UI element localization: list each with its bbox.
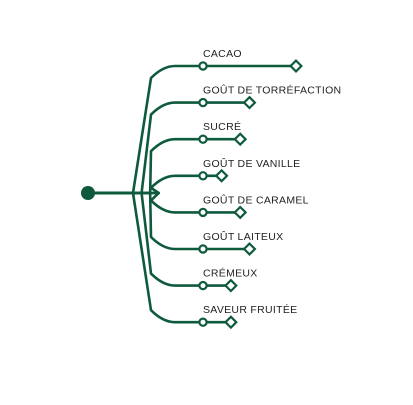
connector-line: [86, 64, 205, 195]
category-label: SUCRÉ: [203, 120, 241, 133]
end-diamond-marker: [214, 168, 229, 183]
start-circle-marker: [198, 97, 208, 108]
category-label: CRÉMEUX: [203, 267, 258, 280]
end-diamond-marker: [223, 315, 238, 330]
start-circle-marker: [198, 207, 208, 218]
connector-line: [86, 101, 205, 195]
connector-line: [86, 191, 205, 214]
label-group: CACAO GOÛT DE TORRÉFACTION SUCRÉ GOÛT DE VA…: [203, 48, 341, 316]
connector-line: [86, 174, 205, 195]
end-diamond-marker: [233, 205, 248, 220]
end-diamond-marker: [289, 59, 303, 73]
end-diamond-marker: [233, 132, 248, 147]
connector-line: [86, 191, 205, 251]
category-label: GOÛT DE TORRÉFACTION: [203, 84, 341, 97]
category-label: SAVEUR FRUITÉE: [203, 303, 297, 316]
category-label: GOÛT DE CARAMEL: [203, 193, 309, 206]
end-diamond-marker: [223, 278, 238, 293]
start-circle-marker: [198, 244, 208, 254]
connector-line: [86, 191, 205, 287]
connector-group: [86, 64, 205, 324]
start-circle-marker: [198, 134, 208, 144]
category-label: GOÛT DE VANILLE: [203, 157, 300, 170]
start-circle-marker: [198, 280, 208, 291]
bar-group: [198, 59, 303, 330]
start-circle-marker: [198, 317, 208, 327]
category-label: CACAO: [203, 48, 242, 60]
end-diamond-marker: [242, 242, 257, 256]
start-circle-marker: [198, 171, 208, 181]
connector-line: [86, 137, 205, 195]
connector-line: [86, 191, 205, 324]
root-node: [81, 186, 95, 200]
start-circle-marker: [198, 61, 208, 71]
category-label: GOÛT LAITEUX: [203, 230, 283, 243]
end-diamond-marker: [242, 95, 257, 110]
